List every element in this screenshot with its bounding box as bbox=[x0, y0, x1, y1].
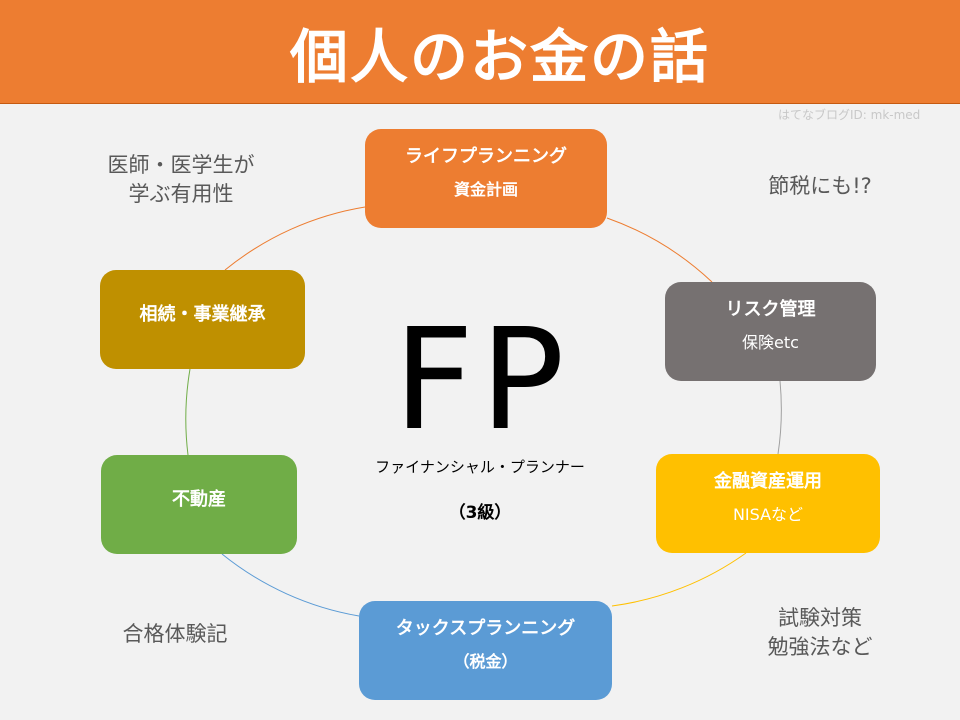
node-life-planning[interactable]: ライフプランニング 資金計画 bbox=[365, 129, 607, 228]
node-risk-label: リスク管理 bbox=[725, 299, 816, 320]
center-fp-title: FP bbox=[393, 299, 571, 462]
arc-tax-to-realestate bbox=[221, 553, 360, 617]
node-inheritance[interactable]: 相続・事業継承 bbox=[100, 270, 305, 369]
arc-life-to-risk bbox=[606, 217, 713, 283]
center-level: （3級） bbox=[448, 503, 512, 523]
node-life-planning-label: ライフプランニング bbox=[405, 146, 567, 167]
node-real-estate-label: 不動産 bbox=[172, 489, 226, 510]
note-study-methods[interactable]: 試験対策 勉強法など bbox=[750, 604, 890, 662]
note-doctors-usefulness[interactable]: 医師・医学生が 学ぶ有用性 bbox=[76, 151, 286, 209]
page-title: 個人のお金の話 bbox=[289, 22, 710, 91]
node-financial-assets[interactable]: 金融資産運用 NISAなど bbox=[656, 454, 880, 553]
node-finance-label: 金融資産運用 bbox=[714, 471, 822, 492]
node-tax-sublabel: （税金） bbox=[453, 651, 518, 671]
node-life-planning-sublabel: 資金計画 bbox=[453, 179, 518, 199]
note-exam-report[interactable]: 合格体験記 bbox=[122, 622, 228, 646]
note-line: 医師・医学生が bbox=[107, 153, 255, 177]
note-line: 試験対策 bbox=[778, 606, 862, 630]
node-tax-label: タックスプランニング bbox=[395, 618, 576, 639]
note-tax-saving[interactable]: 節税にも!? bbox=[768, 174, 872, 198]
center-subtitle: ファイナンシャル・プランナー bbox=[375, 458, 585, 476]
node-risk-management[interactable]: リスク管理 保険etc bbox=[665, 282, 876, 381]
node-finance-sublabel: NISAなど bbox=[732, 504, 804, 524]
title-banner: 個人のお金の話 bbox=[0, 0, 960, 104]
arc-life-to-inheritance bbox=[224, 206, 366, 271]
arc-risk-to-finance bbox=[777, 380, 782, 455]
arc-finance-to-tax bbox=[611, 552, 747, 607]
node-tax-planning[interactable]: タックスプランニング （税金） bbox=[359, 601, 612, 700]
note-line: 学ぶ有用性 bbox=[128, 182, 234, 206]
note-line: 勉強法など bbox=[767, 635, 873, 659]
node-risk-sublabel: 保険etc bbox=[742, 332, 799, 352]
blog-watermark: はてなブログID: mk-med bbox=[778, 108, 921, 122]
node-real-estate[interactable]: 不動産 bbox=[101, 455, 297, 554]
node-inheritance-label: 相続・事業継承 bbox=[139, 304, 266, 325]
arc-realestate-to-inheritance bbox=[185, 368, 191, 456]
